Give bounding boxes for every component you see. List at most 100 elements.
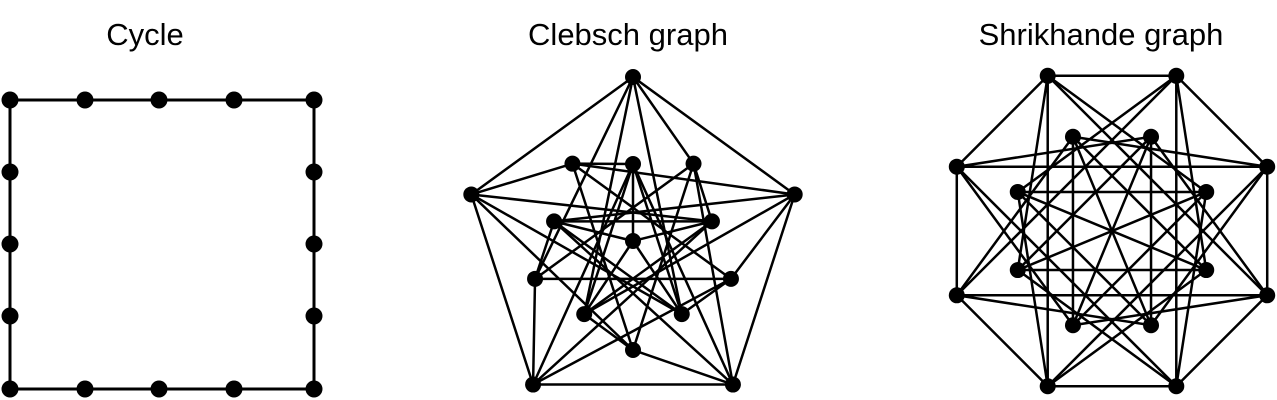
cycle-vertex — [1, 307, 19, 325]
cycle-vertex — [76, 380, 94, 398]
cycle-vertex — [305, 235, 323, 253]
clebsch-edge — [531, 220, 714, 386]
clebsch-edge — [571, 162, 796, 196]
shrikhande-edge — [1016, 74, 1178, 194]
clebsch-edge — [470, 75, 635, 196]
clebsch-edge — [531, 277, 733, 386]
clebsch-edge — [470, 162, 574, 196]
shrikhande-graph — [948, 67, 1276, 395]
shrikhande-edge — [1016, 190, 1049, 388]
shrikhande-edge — [1046, 268, 1208, 388]
shrikhande-edge — [1071, 190, 1208, 327]
clebsch-edge — [470, 193, 684, 316]
shrikhande-vertex — [1009, 183, 1026, 200]
cycle-vertex — [305, 163, 323, 181]
clebsch-vertex — [673, 306, 690, 323]
clebsch-vertex — [625, 342, 641, 358]
clebsch-vertex — [703, 213, 720, 230]
cycle-vertex — [1, 380, 19, 398]
shrikhande-title: Shrikhande graph — [979, 17, 1224, 52]
clebsch-edge — [631, 220, 714, 243]
cycle-vertex — [305, 307, 323, 325]
clebsch-edge — [631, 162, 684, 316]
cycle-vertex — [150, 380, 168, 398]
clebsch-edge — [552, 220, 735, 386]
clebsch-edge — [731, 193, 796, 386]
shrikhande-edge — [1071, 135, 1269, 168]
shrikhande-vertex — [1143, 128, 1160, 145]
shrikhande-edge — [955, 165, 1178, 388]
shrikhande-vertex — [948, 287, 965, 304]
clebsch-edge — [631, 239, 684, 316]
cycle-title: Cycle — [106, 17, 184, 52]
shrikhande-vertex — [1198, 183, 1215, 200]
cycle-vertex — [305, 380, 323, 398]
shrikhande-edge — [955, 135, 1075, 297]
clebsch-edge — [729, 193, 796, 281]
clebsch-vertex — [625, 156, 641, 172]
shrikhande-edge — [1071, 135, 1208, 272]
shrikhande-vertex — [1168, 378, 1185, 395]
shrikhande-vertex — [1168, 67, 1185, 84]
cycle-vertex — [1, 91, 19, 109]
shrikhande-edge — [1175, 294, 1269, 388]
clebsch-vertex — [576, 306, 593, 323]
shrikhande-vertex — [1259, 287, 1276, 304]
shrikhande-edge — [1175, 74, 1208, 272]
clebsch-edge — [582, 75, 635, 316]
clebsch-vertex — [625, 233, 641, 249]
shrikhande-vertex — [1039, 378, 1056, 395]
clebsch-edge — [470, 193, 635, 352]
clebsch-vertex — [786, 186, 803, 203]
shrikhande-edge — [955, 294, 1049, 388]
shrikhande-vertex — [1039, 67, 1056, 84]
shrikhande-edge — [955, 74, 1178, 297]
shrikhande-edge — [1149, 165, 1269, 327]
cycle-vertex — [76, 91, 94, 109]
shrikhande-vertex — [1064, 128, 1081, 145]
cycle-vertex — [150, 91, 168, 109]
clebsch-edge — [531, 277, 537, 386]
shrikhande-edge — [1175, 74, 1269, 168]
clebsch-edge — [531, 162, 635, 386]
shrikhande-edge — [1046, 74, 1208, 194]
clebsch-edge — [552, 193, 796, 223]
cycle-graph — [1, 91, 323, 398]
shrikhande-vertex — [1009, 262, 1026, 279]
cycle-vertex — [225, 91, 243, 109]
cycle-vertex — [305, 91, 323, 109]
cycle-vertex — [1, 163, 19, 181]
shrikhande-edge — [1016, 190, 1153, 327]
shrikhande-edge — [1016, 268, 1178, 388]
clebsch-vertex — [722, 270, 739, 287]
shrikhande-edge — [1046, 165, 1269, 388]
clebsch-vertex — [546, 213, 563, 230]
shrikhande-edge — [955, 74, 1049, 168]
clebsch-vertex — [525, 376, 542, 393]
shrikhande-edge — [1016, 135, 1153, 272]
clebsch-edge — [631, 162, 735, 386]
shrikhande-edge — [1175, 190, 1208, 388]
shrikhande-edge — [955, 165, 1075, 327]
shrikhande-vertex — [1064, 317, 1081, 334]
clebsch-edge — [680, 277, 733, 316]
clebsch-edge — [582, 193, 796, 316]
shrikhande-edge — [1046, 74, 1269, 297]
clebsch-edge — [552, 220, 635, 243]
clebsch-edge — [631, 348, 735, 386]
shrikhande-vertex — [1143, 317, 1160, 334]
clebsch-edge — [582, 220, 714, 316]
shrikhande-vertex — [1198, 262, 1215, 279]
clebsch-edge — [582, 162, 635, 316]
shrikhande-edge — [1149, 135, 1269, 297]
clebsch-vertex — [527, 270, 544, 287]
shrikhande-edge — [1016, 190, 1208, 272]
clebsch-vertex — [724, 376, 741, 393]
clebsch-edge — [631, 75, 796, 196]
clebsch-edge — [552, 220, 684, 316]
clebsch-edge — [470, 193, 535, 386]
clebsch-edge — [692, 162, 714, 223]
shrikhande-vertex — [1259, 158, 1276, 175]
clebsch-vertex — [625, 69, 641, 85]
